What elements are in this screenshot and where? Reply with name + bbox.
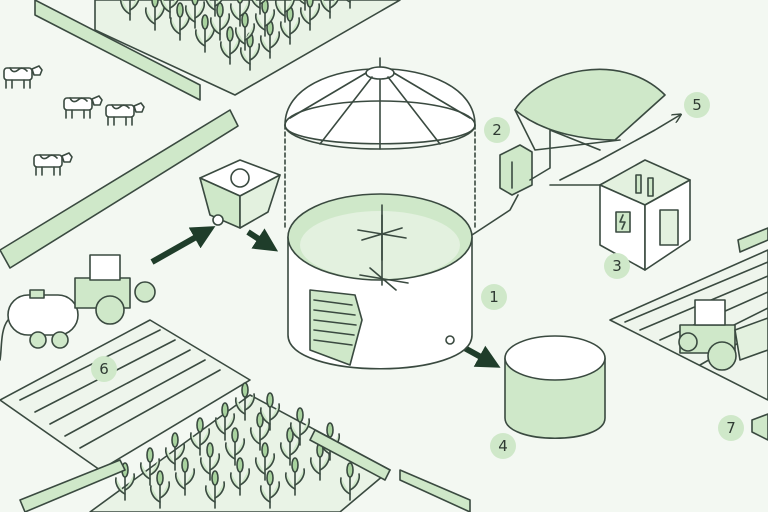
bottom-corn-field (19, 382, 471, 512)
callout-digestate-tank: 4 (490, 433, 516, 459)
callout-field-tractor: 7 (718, 415, 744, 441)
gas-analyzer-icon (471, 129, 611, 236)
tractor-icon (74, 254, 156, 325)
stone-wall-left (0, 109, 239, 269)
gas-bag-icon (514, 68, 666, 151)
digestate-tank-icon (504, 335, 606, 439)
callout-gas-analyzer: 2 (484, 117, 510, 143)
stone-wall-top (34, 0, 201, 101)
callout-manure-tanker: 6 (91, 356, 117, 382)
gas-dome-icon (284, 57, 476, 231)
field-tractor-icon (678, 299, 768, 371)
gas-output-arrow (559, 115, 680, 181)
callout-chp-unit: 3 (604, 253, 630, 279)
chp-building-icon (599, 159, 691, 271)
callout-gas-output: 5 (684, 92, 710, 118)
cows (3, 65, 145, 176)
digester-icon (287, 193, 473, 370)
hopper-icon (199, 159, 281, 229)
tanker-icon (0, 289, 79, 361)
callout-digester: 1 (481, 284, 507, 310)
